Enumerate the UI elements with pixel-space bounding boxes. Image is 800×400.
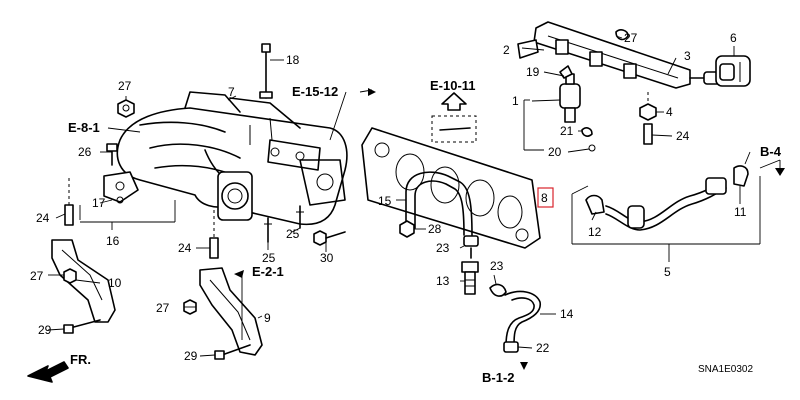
label-8: 8 (541, 191, 548, 205)
label-23-right: 23 (490, 259, 504, 273)
label-5: 5 (664, 265, 671, 279)
fuel-hose-assy-5 (571, 165, 761, 262)
label-14: 14 (560, 307, 574, 321)
bracket-16 (79, 143, 176, 230)
label-11: 11 (734, 205, 747, 219)
label-6: 6 (730, 31, 737, 45)
part-labels: 18 27 7 26 17 16 24 27 10 29 24 27 9 29 … (30, 31, 747, 363)
label-29-center: 29 (184, 349, 198, 363)
ref-e1512: E-15-12 (292, 84, 338, 99)
label-18: 18 (286, 53, 300, 67)
hose-15 (399, 171, 473, 238)
intake-manifold (116, 91, 348, 226)
nut-4 (639, 92, 657, 145)
pcv-assembly (461, 235, 542, 353)
reference-labels: E-8-1 E-15-12 E-10-11 E-2-1 B-4 B-1-2 FR… (68, 78, 782, 385)
ref-e21: E-2-1 (252, 264, 284, 279)
label-26: 26 (78, 145, 92, 159)
label-3: 3 (684, 49, 691, 63)
front-direction-arrow (27, 361, 69, 383)
bracket-9 (183, 267, 263, 360)
label-27-center: 27 (156, 301, 170, 315)
label-2: 2 (503, 43, 510, 57)
stud-24-left (64, 178, 74, 226)
nut-27-top (117, 99, 135, 118)
label-27-rail: 27 (624, 31, 638, 45)
label-17: 17 (92, 196, 106, 210)
fuel-rail-3 (517, 21, 725, 89)
label-15: 15 (378, 194, 392, 208)
leader-lines (47, 35, 751, 357)
label-9: 9 (264, 311, 271, 325)
ref-b12: B-1-2 (482, 370, 515, 385)
diagram-code: SNA1E0302 (698, 364, 753, 375)
direction-label: FR. (70, 352, 91, 367)
label-30: 30 (320, 251, 334, 265)
injector-1 (523, 65, 596, 152)
label-16: 16 (106, 234, 120, 248)
label-4: 4 (666, 105, 673, 119)
bolt-30 (313, 230, 346, 246)
label-1: 1 (512, 94, 519, 108)
bracket-10 (51, 239, 116, 334)
label-7: 7 (228, 85, 235, 99)
label-21: 21 (560, 124, 574, 138)
label-23-left: 23 (436, 241, 450, 255)
label-10: 10 (108, 276, 122, 290)
label-19: 19 (526, 65, 540, 79)
ref-arrows (234, 88, 785, 370)
bolt-18 (259, 43, 273, 99)
studs-25 (264, 205, 304, 243)
label-28: 28 (428, 222, 442, 236)
stud-24-center (209, 210, 219, 259)
label-12: 12 (588, 225, 602, 239)
highlight-box (537, 187, 554, 208)
label-27-left: 27 (30, 269, 44, 283)
fuel-damper-6 (715, 55, 751, 87)
label-24-right: 24 (676, 129, 690, 143)
ref-box-e1011 (431, 92, 477, 143)
label-20: 20 (548, 145, 562, 159)
label-29-left: 29 (38, 323, 52, 337)
label-25-left: 25 (262, 251, 276, 265)
label-27-top: 27 (118, 79, 132, 93)
intake-gasket-8 (361, 127, 554, 249)
label-24-center: 24 (178, 241, 192, 255)
label-25-right: 25 (286, 227, 300, 241)
label-22: 22 (536, 341, 550, 355)
label-13: 13 (436, 274, 450, 288)
ref-b4: B-4 (760, 144, 782, 159)
ref-e81: E-8-1 (68, 120, 100, 135)
label-24-left: 24 (36, 211, 50, 225)
ref-e1011: E-10-11 (430, 78, 476, 93)
